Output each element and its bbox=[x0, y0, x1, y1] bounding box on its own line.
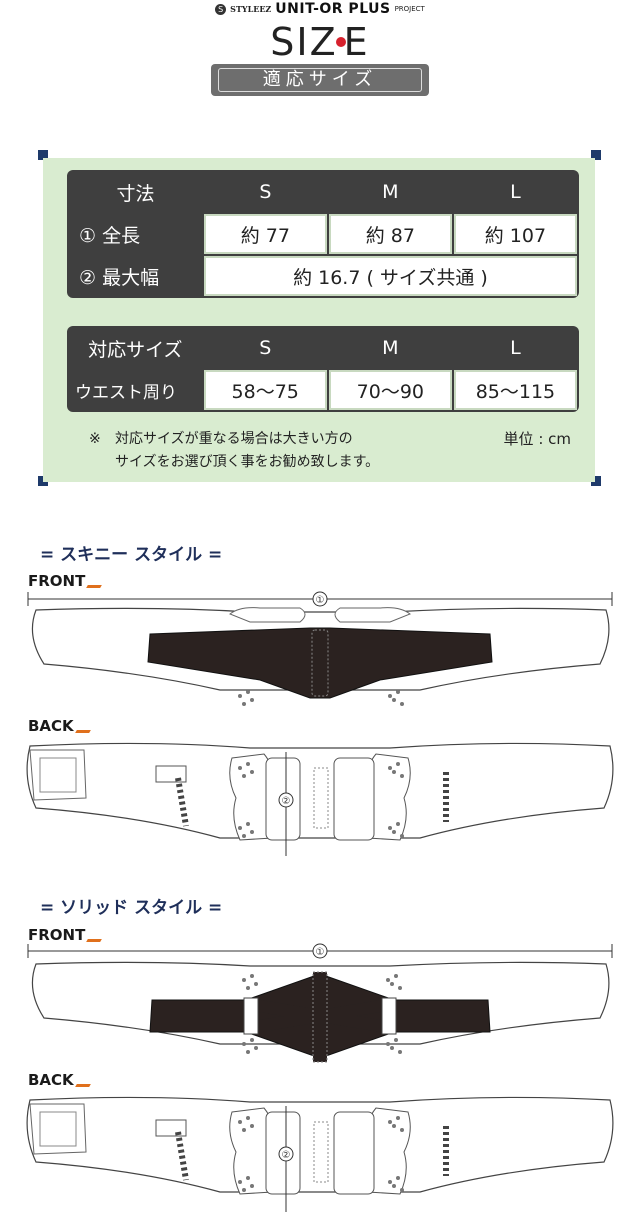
skinny-style-heading: = スキニー スタイル = bbox=[40, 545, 223, 565]
ventilation-dots bbox=[238, 690, 404, 706]
corner-marker bbox=[38, 150, 48, 160]
flag-icon bbox=[74, 730, 91, 733]
skinny-back-label: BACK bbox=[28, 717, 91, 735]
corner-marker bbox=[591, 150, 601, 160]
brand-suffix: PROJECT bbox=[394, 5, 425, 13]
ventilation-dots bbox=[238, 762, 404, 838]
belt-outline bbox=[26, 742, 614, 839]
table-header-cell: 寸法 bbox=[69, 172, 202, 212]
row-label: ウエスト周り bbox=[69, 370, 202, 410]
table-cell: 約 107 bbox=[453, 214, 577, 254]
row-label: ① 全長 bbox=[69, 214, 202, 254]
table-header-cell: M bbox=[328, 328, 452, 368]
skinny-front-diagram: ① bbox=[27, 591, 613, 706]
dimension-marker: ② bbox=[282, 796, 291, 807]
table-header-cell: M bbox=[328, 172, 452, 212]
solid-style-heading: = ソリッド スタイル = bbox=[40, 898, 223, 918]
title-red-dot bbox=[335, 37, 346, 47]
table-header-row: 寸法 S M L bbox=[69, 172, 577, 212]
solid-back-label: BACK bbox=[28, 1071, 91, 1089]
skinny-back-diagram: ② bbox=[26, 742, 614, 856]
waist-table: 対応サイズ S M L ウエスト周り 58〜75 70〜90 85〜115 bbox=[67, 326, 579, 412]
table-cell: 約 77 bbox=[203, 214, 327, 254]
ventilation-dots bbox=[238, 1116, 404, 1192]
subtitle-text: 適応サイズ bbox=[218, 68, 422, 92]
belt-outline bbox=[26, 1096, 614, 1193]
skinny-front-label: FRONT bbox=[28, 572, 103, 590]
unit-label: 単位 : cm bbox=[503, 430, 571, 448]
size-panel: 寸法 S M L ① 全長 約 77 約 87 約 107 ② 最大幅 約 16… bbox=[43, 158, 595, 482]
note-mark: ※ bbox=[89, 431, 101, 447]
table-header-cell: 対応サイズ bbox=[69, 328, 202, 368]
corner-marker bbox=[591, 476, 601, 486]
solid-front-label: FRONT bbox=[28, 926, 103, 944]
solid-back-diagram: ② bbox=[26, 1096, 614, 1212]
table-header-cell: L bbox=[453, 172, 577, 212]
front-strap bbox=[147, 627, 493, 699]
brand-mark-icon: S bbox=[215, 3, 227, 15]
note-line: サイズをお選び頂く事をお勧め致します。 bbox=[115, 454, 380, 470]
table-header-cell: L bbox=[453, 328, 577, 368]
ventilation-dots bbox=[242, 974, 402, 1054]
table-cell: 70〜90 bbox=[328, 370, 452, 410]
table-cell: 約 16.7 ( サイズ共通 ) bbox=[203, 256, 577, 296]
dimensions-table: 寸法 S M L ① 全長 約 77 約 87 約 107 ② 最大幅 約 16… bbox=[67, 170, 579, 298]
table-cell: 58〜75 bbox=[203, 370, 327, 410]
table-cell: 約 87 bbox=[328, 214, 452, 254]
note-line: 対応サイズが重なる場合は大きい方の bbox=[115, 431, 353, 447]
table-header-cell: S bbox=[203, 172, 327, 212]
flag-icon bbox=[74, 1084, 91, 1087]
table-row: ② 最大幅 約 16.7 ( サイズ共通 ) bbox=[69, 256, 577, 296]
dimension-marker: ② bbox=[282, 1150, 291, 1161]
solid-front-diagram: ① bbox=[27, 943, 613, 1063]
dimension-marker: ① bbox=[316, 947, 325, 958]
size-note: ※ 対応サイズが重なる場合は大きい方の サイズをお選び頂く事をお勧め致します。 bbox=[89, 428, 379, 474]
table-cell: 85〜115 bbox=[453, 370, 577, 410]
dimension-marker: ① bbox=[316, 595, 325, 606]
table-header-cell: S bbox=[203, 328, 327, 368]
brand-logo: S STYLEEZ UNIT-OR PLUS PROJECT bbox=[0, 0, 640, 18]
table-row: ① 全長 約 77 約 87 約 107 bbox=[69, 214, 577, 254]
row-label: ② 最大幅 bbox=[69, 256, 202, 296]
table-header-row: 対応サイズ S M L bbox=[69, 328, 577, 368]
brand-prefix: STYLEEZ bbox=[230, 4, 272, 14]
table-row: ウエスト周り 58〜75 70〜90 85〜115 bbox=[69, 370, 577, 410]
brand-main: UNIT-OR PLUS bbox=[275, 1, 391, 17]
subtitle-badge: 適応サイズ bbox=[211, 64, 429, 96]
